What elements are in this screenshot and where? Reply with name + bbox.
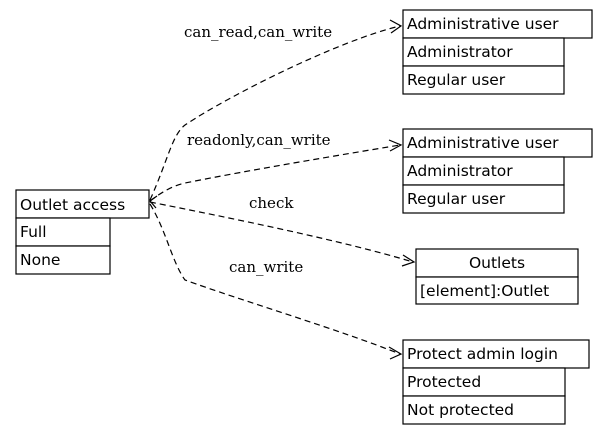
node-item-regular-user: Regular user xyxy=(407,71,506,89)
arrowhead-icon xyxy=(389,19,403,34)
node-title-box xyxy=(15,189,150,219)
node-item-protected: Protected xyxy=(407,373,481,391)
edge-to-protect-admin: can_write xyxy=(149,203,403,360)
node-item-box xyxy=(15,245,111,275)
node-administrative-user-2[interactable]: Administrative user Administrator Regula… xyxy=(402,128,593,214)
node-protect-admin-login[interactable]: Protect admin login Protected Not protec… xyxy=(402,339,590,425)
node-item-element-outlet: [element]:Outlet xyxy=(420,282,549,300)
node-title: Administrative user xyxy=(407,15,559,33)
node-item-box xyxy=(402,395,566,425)
node-title: Outlet access xyxy=(20,196,125,214)
edge-line xyxy=(149,25,401,201)
node-title: Administrative user xyxy=(407,134,559,152)
node-item-administrator: Administrator xyxy=(407,43,513,61)
node-title-box xyxy=(402,339,590,369)
node-administrative-user-1[interactable]: Administrative user Administrator Regula… xyxy=(402,9,593,95)
node-item-box xyxy=(402,184,565,214)
node-item-not-protected: Not protected xyxy=(407,401,514,419)
node-title-box xyxy=(402,9,593,39)
edge-to-admin-user-2: readonly,can_write xyxy=(149,131,403,202)
edge-label-check: check xyxy=(249,194,294,212)
edge-label-can-read-can-write: can_read,can_write xyxy=(184,23,332,41)
node-item-administrator: Administrator xyxy=(407,162,513,180)
edge-line xyxy=(149,201,414,263)
node-item-none: None xyxy=(20,251,60,269)
node-item-full: Full xyxy=(20,223,47,241)
node-item-box xyxy=(15,217,111,247)
node-item-box xyxy=(415,276,579,305)
edge-to-outlets: check xyxy=(149,194,416,267)
edge-line xyxy=(149,144,401,202)
edge-line xyxy=(149,203,401,355)
arrowhead-icon xyxy=(401,254,416,267)
arrowhead-icon xyxy=(388,346,403,360)
node-item-box xyxy=(402,65,565,95)
node-outlet-access[interactable]: Outlet access Full None xyxy=(15,189,150,275)
node-item-regular-user: Regular user xyxy=(407,190,506,208)
arrowhead-icon xyxy=(388,139,403,152)
node-title: Outlets xyxy=(469,254,525,272)
node-outlets[interactable]: Outlets [element]:Outlet xyxy=(415,248,579,305)
edge-to-admin-user-1: can_read,can_write xyxy=(149,19,403,209)
edge-label-readonly-can-write: readonly,can_write xyxy=(187,131,331,149)
node-title: Protect admin login xyxy=(407,345,558,363)
edge-label-can-write: can_write xyxy=(229,258,303,276)
